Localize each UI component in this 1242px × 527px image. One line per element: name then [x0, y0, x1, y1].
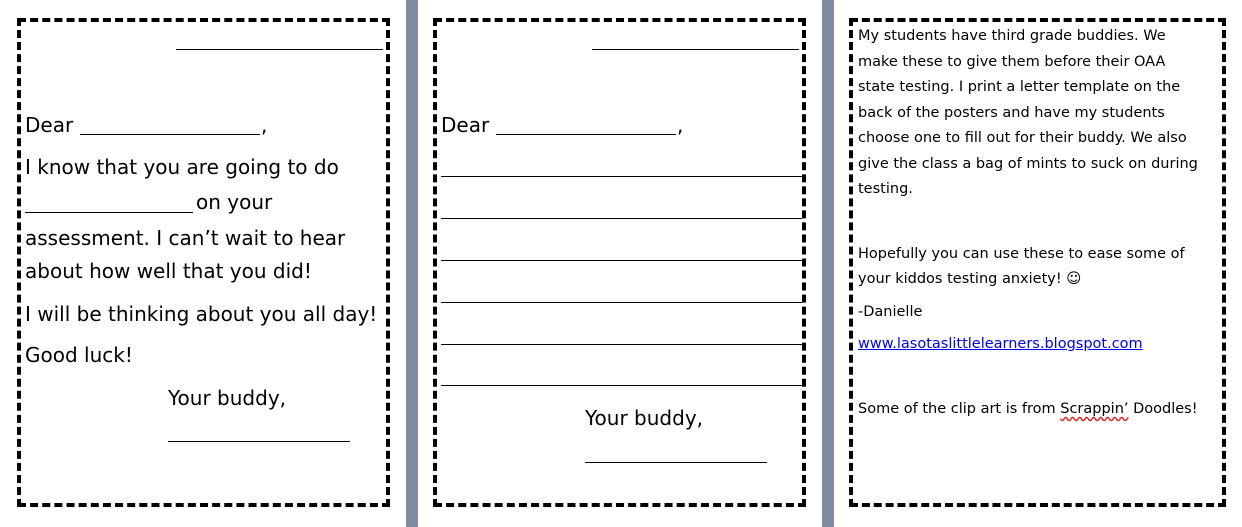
date-line [592, 49, 799, 50]
note-line-3: state testing. I print a letter template… [858, 79, 1181, 95]
writing-line-1 [441, 176, 802, 177]
note-line-2: make these to give them before their OAA [858, 54, 1166, 70]
note-page: My students have third grade buddies. We… [834, 0, 1242, 527]
border-top [850, 18, 1226, 22]
recipient-line [496, 134, 676, 135]
note-hope-line-2: your kiddos testing anxiety! ☺ [858, 271, 1082, 287]
dear-label: Dear [25, 113, 74, 137]
note-line-6: give the class a bag of mints to suck on… [858, 156, 1198, 172]
letter-good-luck: Good luck! [25, 343, 133, 367]
note-line-1: My students have third grade buddies. We [858, 28, 1166, 44]
letter-line-assessment: assessment. I can’t wait to hear [25, 226, 346, 250]
border-bottom [18, 503, 390, 507]
letter-your-buddy: Your buddy, [168, 386, 287, 410]
border-right [386, 18, 390, 507]
clip-credit-suffix: Doodles! [1128, 401, 1198, 417]
letter-page-one: Dear , I know that you are going to do o… [0, 0, 406, 527]
writing-line-3 [441, 260, 802, 261]
border-left [17, 18, 21, 507]
border-right [802, 18, 806, 507]
border-top [434, 18, 806, 22]
dear-comma: , [677, 113, 684, 137]
signature-line [168, 441, 350, 442]
letter-line-do: I know that you are going to do [25, 155, 339, 179]
border-top [18, 18, 390, 22]
note-hope-line-1: Hopefully you can use these to ease some… [858, 246, 1185, 262]
writing-line-5 [441, 344, 802, 345]
dear-comma: , [261, 113, 268, 137]
border-bottom [434, 503, 806, 507]
signature-line [585, 462, 767, 463]
border-right [1222, 18, 1226, 507]
dear-label: Dear [441, 113, 490, 137]
writing-line-2 [441, 218, 802, 219]
blog-link[interactable]: www.lasotaslittlelearners.blogspot.com [858, 336, 1143, 352]
border-bottom [850, 503, 1226, 507]
border-left [433, 18, 437, 507]
assessment-blank-line [25, 212, 193, 213]
note-signature: -Danielle [858, 304, 923, 320]
recipient-line [80, 134, 260, 135]
border-left [849, 18, 853, 507]
clip-credit-prefix: Some of the clip art is from [858, 401, 1061, 417]
letter-your-buddy: Your buddy, [585, 406, 704, 430]
letter-page-two: Dear , Your buddy, [418, 0, 822, 527]
writing-line-6 [441, 385, 802, 386]
letter-line-thinking: I will be thinking about you all day! [25, 302, 378, 326]
letter-on-your: on your [196, 190, 273, 214]
note-line-4: back of the posters and have my students [858, 105, 1165, 121]
clip-art-credit: Some of the clip art is from Scrappin’ D… [858, 402, 1198, 417]
clip-credit-brand: Scrappin’ [1060, 401, 1129, 417]
letter-line-about: about how well that you did! [25, 259, 312, 283]
note-line-7: testing. [858, 181, 913, 197]
writing-line-4 [441, 302, 802, 303]
date-line [176, 49, 383, 50]
note-line-5: choose one to fill out for their buddy. … [858, 130, 1187, 146]
